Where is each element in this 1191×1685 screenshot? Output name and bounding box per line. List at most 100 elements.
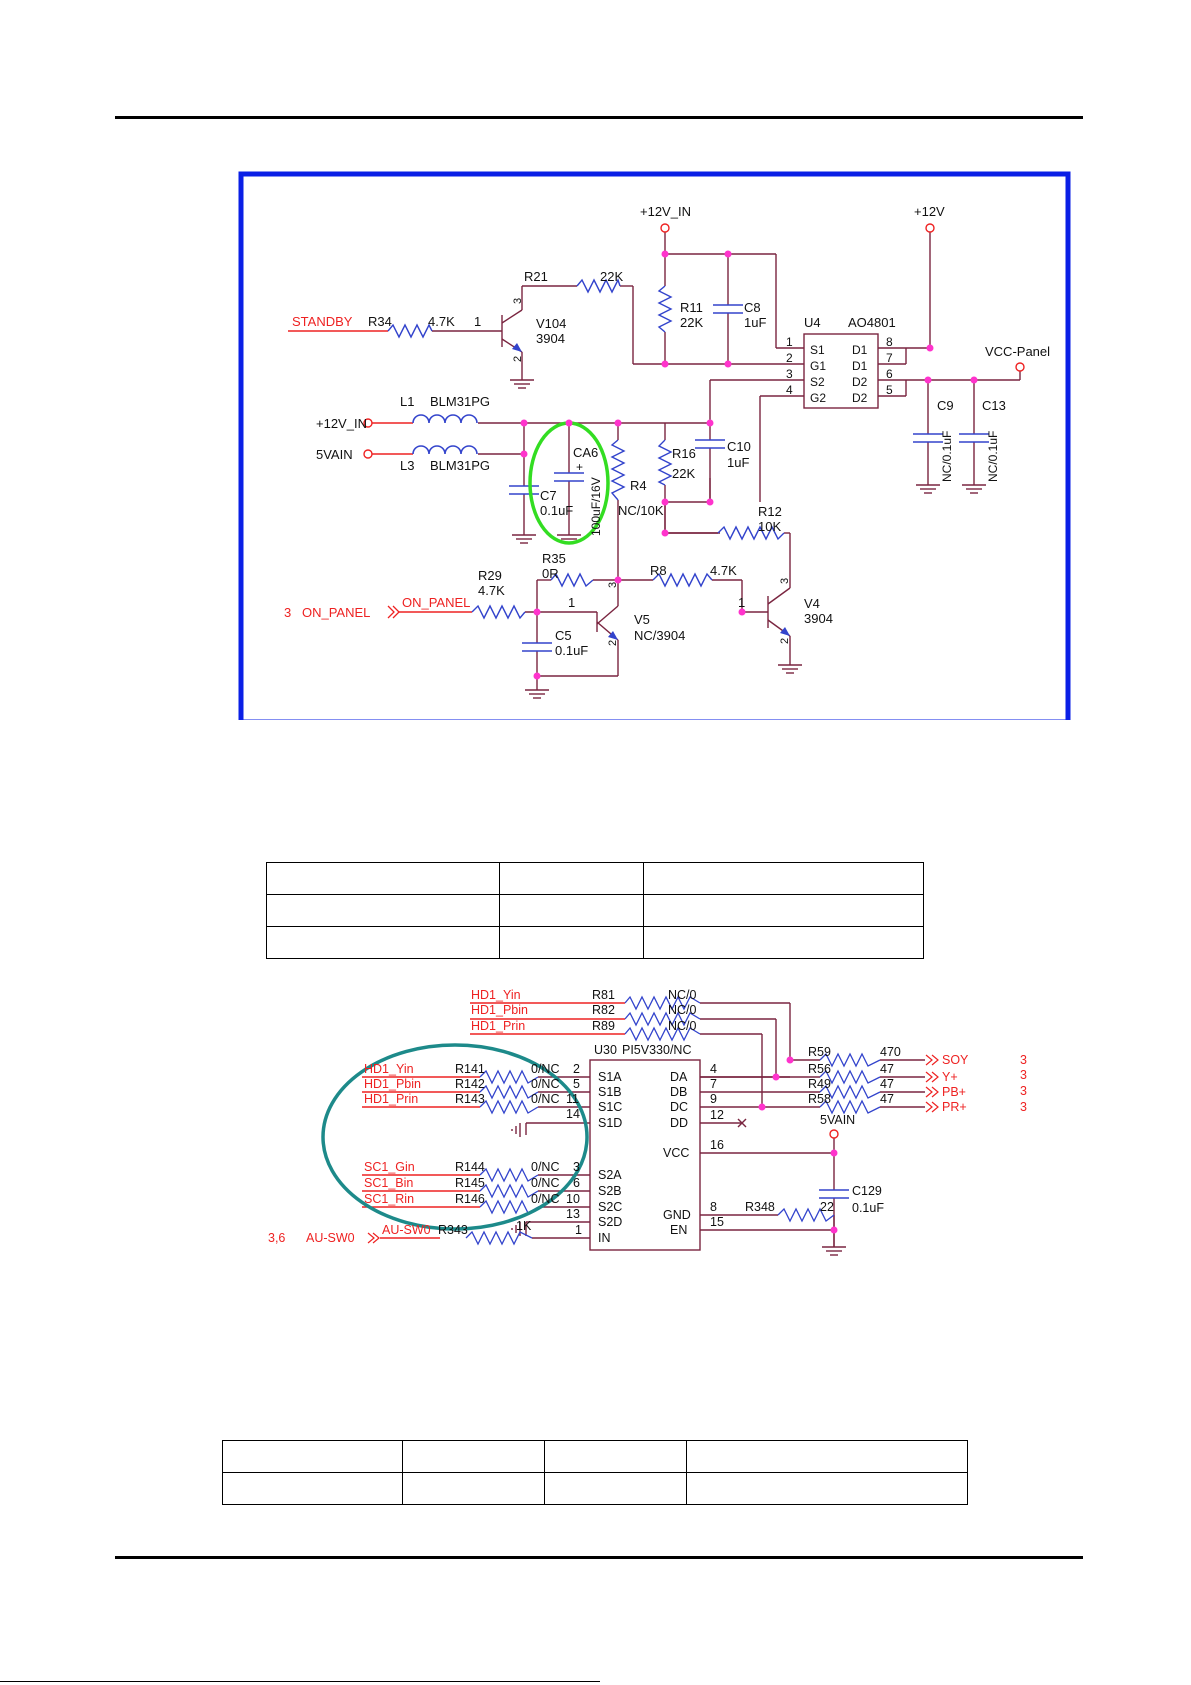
ca6-ref: CA6: [573, 445, 598, 460]
v104-pin2: 2: [512, 356, 524, 362]
r16-ref: R16: [672, 446, 696, 461]
r145-ref: R145: [455, 1176, 485, 1190]
u4-pin-num-1: 1: [786, 335, 793, 349]
table-2: [222, 1440, 968, 1505]
r58-value: 47: [880, 1092, 894, 1106]
top-net-yin: HD1_Yin: [471, 988, 521, 1002]
c10-value: 1uF: [727, 455, 749, 470]
u4-pin-num-3: 3: [786, 367, 793, 381]
u30-pin-14: 14: [566, 1107, 580, 1121]
s2-net-bin: SC1_Bin: [364, 1176, 413, 1190]
v4-pin1: 1: [738, 595, 745, 610]
u30-value: PI5V330/NC: [622, 1043, 691, 1057]
r348-ref: R348: [745, 1200, 775, 1214]
v5ain-terminal: [829, 1129, 839, 1139]
header-rule: [115, 116, 1083, 119]
u30-pin-dd: DD: [670, 1116, 688, 1130]
v4-pin3: 3: [779, 578, 791, 584]
au-sw0-ref: 3,6: [268, 1231, 285, 1245]
footer-rule: [115, 1556, 1083, 1559]
r81-ref: R81: [592, 988, 615, 1002]
u30-box: [589, 1059, 701, 1251]
u30-pin-11: 11: [566, 1092, 579, 1106]
r142-ref: R142: [455, 1077, 485, 1091]
net-y-plus: Y+: [942, 1070, 958, 1084]
junction-nodes: [520, 250, 978, 680]
u4-pin-num-7: 7: [886, 351, 893, 365]
u30-pin-num-8: 8: [710, 1200, 717, 1214]
v104-value: 3904: [536, 331, 565, 346]
r143-ref: R143: [455, 1092, 485, 1106]
video-switch-schematic: HD1_Yin HD1_Pbin HD1_Prin R81 R82 R89 NC…: [268, 988, 1027, 1256]
page-ref-y: 3: [1020, 1068, 1027, 1082]
u4-pin-s2: S2: [810, 375, 825, 389]
capacitor-plates: [509, 304, 989, 652]
r35-value: 0R: [542, 566, 559, 581]
r81-value: NC/0: [668, 988, 697, 1002]
r89-value: NC/0: [668, 1019, 697, 1033]
resistor-zigzags: [387, 278, 785, 620]
on-panel-port: ON_PANEL: [302, 605, 370, 620]
u4-pin-num-5: 5: [886, 383, 893, 397]
u30-pin-dc: DC: [670, 1100, 688, 1114]
table-row: [222, 1472, 968, 1505]
r343-ref: R343: [438, 1223, 468, 1237]
no-connect-mark: [737, 1118, 747, 1128]
u30-pin-s1c: S1C: [598, 1100, 622, 1114]
u30-pin-s1b: S1B: [598, 1085, 622, 1099]
u30-pin-s2b: S2B: [598, 1184, 622, 1198]
u4-pin-g2: G2: [810, 391, 826, 405]
v4-pin2: 2: [779, 638, 791, 644]
u4-pin-d2a: D2: [852, 375, 868, 389]
standby-label: STANDBY: [292, 314, 353, 329]
net-pr-plus: PR+: [942, 1100, 967, 1114]
u30-pin-2: 2: [573, 1062, 580, 1076]
u30-pin-s2d: S2D: [598, 1215, 622, 1229]
u4-ref: U4: [804, 315, 821, 330]
s1-net-prin: HD1_Prin: [364, 1092, 418, 1106]
junction2-nodes: [758, 1056, 838, 1234]
page-edge-line: [0, 1681, 600, 1682]
u4-pin-num-6: 6: [886, 367, 893, 381]
r12-value: 10K: [758, 519, 781, 534]
r4-ref: R4: [630, 478, 647, 493]
s2-net-gin: SC1_Gin: [364, 1160, 415, 1174]
c8-value: 1uF: [744, 315, 766, 330]
ground2-symbols: [822, 1246, 846, 1256]
table-row: [266, 926, 924, 959]
top-net-prin: HD1_Prin: [471, 1019, 525, 1033]
wires-group: [288, 232, 1021, 690]
table-1: [266, 862, 924, 959]
s1-net-pbin: HD1_Pbin: [364, 1077, 421, 1091]
table-row: [266, 894, 924, 927]
u4-pin-s1: S1: [810, 343, 825, 357]
r11-value: 22K: [680, 315, 703, 330]
resistor2-zigzags: [465, 995, 881, 1246]
u30-pin-num-9: 9: [710, 1092, 717, 1106]
r59-ref: R59: [808, 1045, 831, 1059]
u30-pin-3: 3: [573, 1160, 580, 1174]
r11-ref: R11: [680, 300, 703, 315]
r29-value: 4.7K: [478, 583, 505, 598]
r16-value: 22K: [672, 466, 695, 481]
u30-pin-5: 5: [573, 1077, 580, 1091]
u30-pin-s2a: S2A: [598, 1168, 622, 1182]
u30-pin-13: 13: [566, 1207, 580, 1221]
r8-ref: R8: [650, 563, 667, 578]
l3-ref: L3: [400, 458, 414, 473]
c13-ref: C13: [982, 398, 1006, 413]
u30-pin-s1a: S1A: [598, 1070, 622, 1084]
r343-value: 1K: [516, 1219, 532, 1233]
l1-value: BLM31PG: [430, 394, 490, 409]
u4-pin-g1: G1: [810, 359, 826, 373]
rail-terminals: [363, 223, 1025, 459]
r49-value: 47: [880, 1077, 894, 1091]
u4-pin-num-4: 4: [786, 383, 793, 397]
input-group-highlight-ring: [321, 1043, 589, 1231]
r82-value: NC/0: [668, 1003, 697, 1017]
c5-ref: C5: [555, 628, 572, 643]
rail-12v: +12V: [914, 204, 945, 219]
transistor-arrows: [512, 343, 790, 640]
net-soy: SOY: [942, 1053, 969, 1067]
u30-pin-s2c: S2C: [598, 1200, 622, 1214]
